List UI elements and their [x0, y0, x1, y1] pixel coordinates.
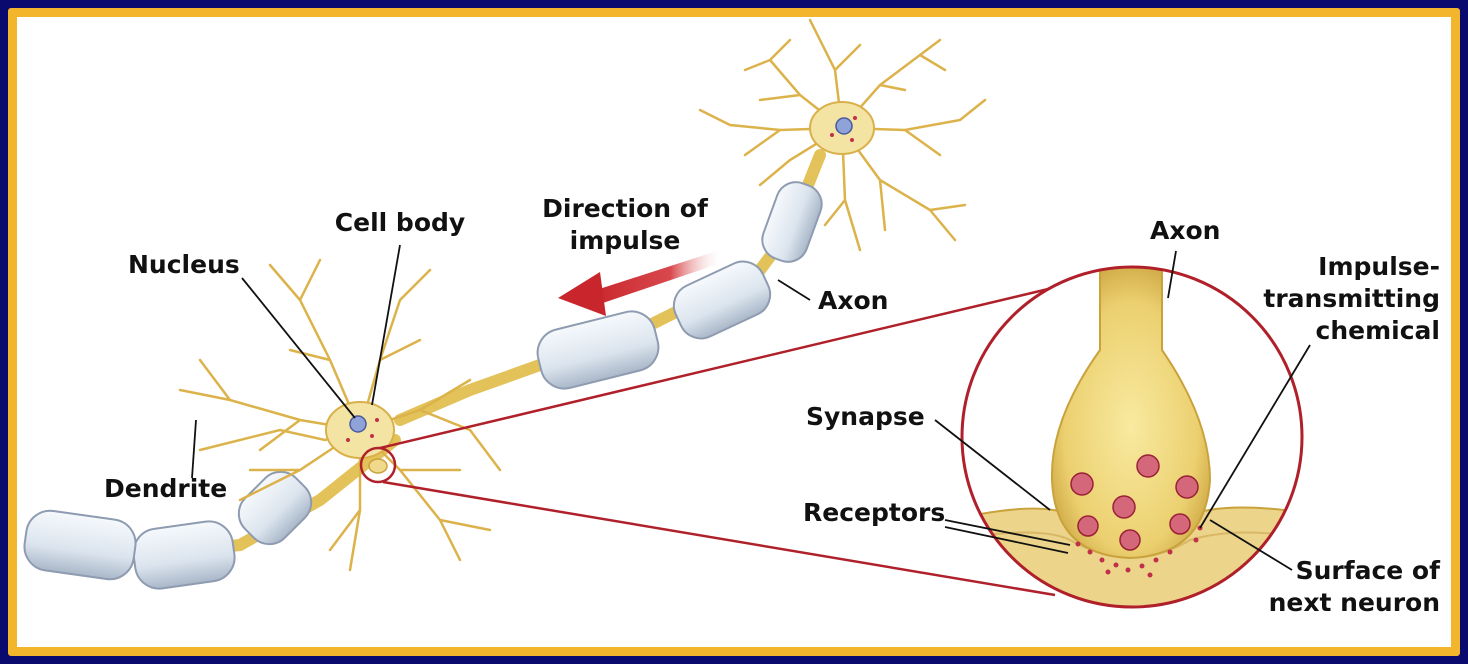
- label-impulse-line3: chemical: [1240, 316, 1440, 346]
- label-direction-line1: Direction of: [530, 194, 720, 224]
- label-synapse: Synapse: [806, 402, 925, 432]
- label-impulse-line1: Impulse-: [1240, 252, 1440, 282]
- label-receptors: Receptors: [803, 498, 945, 528]
- label-surface-line1: Surface of: [1240, 556, 1440, 586]
- label-nucleus: Nucleus: [128, 250, 240, 280]
- label-axon-main: Axon: [818, 286, 888, 316]
- label-direction-line2: impulse: [530, 226, 720, 256]
- upper-neuron: [700, 20, 985, 250]
- label-impulse-line2: transmitting: [1240, 284, 1440, 314]
- label-axon-zoom: Axon: [1150, 216, 1220, 246]
- lower-neuron: [180, 260, 500, 570]
- label-dendrite: Dendrite: [104, 474, 227, 504]
- label-cell-body: Cell body: [325, 208, 475, 238]
- label-surface-line2: next neuron: [1240, 588, 1440, 618]
